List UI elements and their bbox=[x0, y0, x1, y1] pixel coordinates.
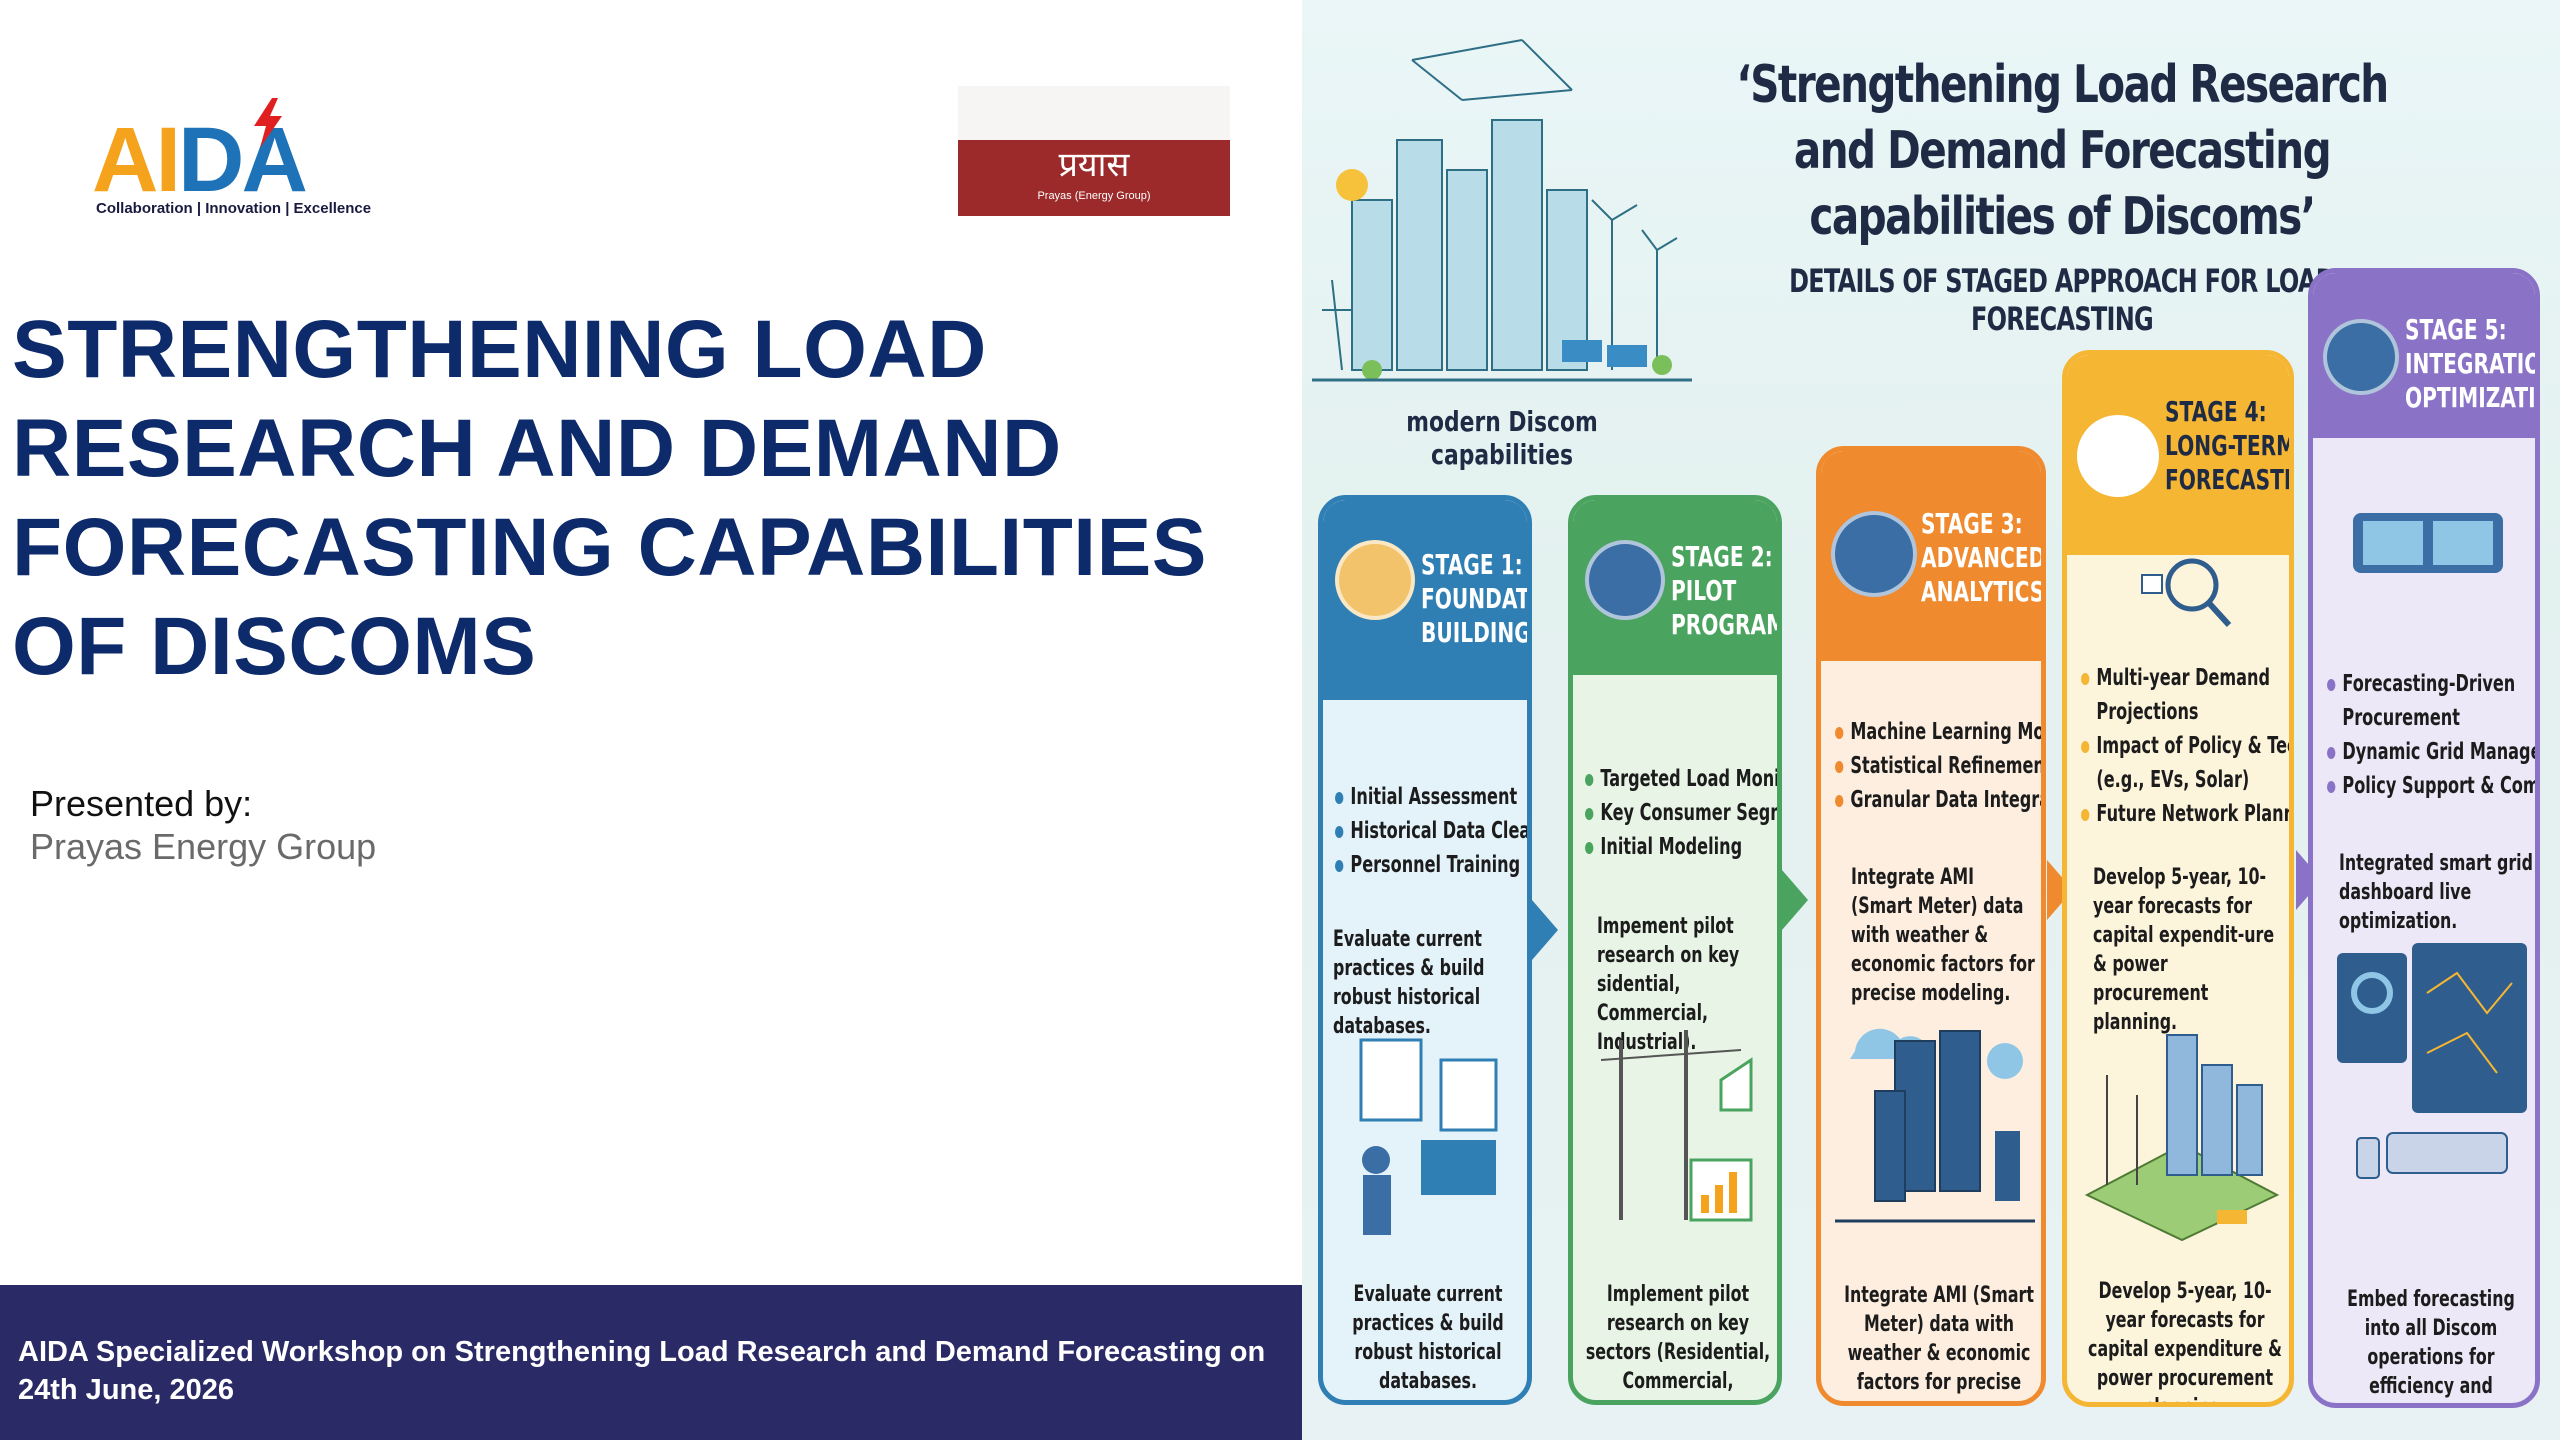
stage-2-card: STAGE 2: PILOT PROGRAMS Targeted Load Mo… bbox=[1568, 495, 1782, 1405]
magnifier-chart-icon bbox=[2141, 558, 2232, 628]
stage-5-description: Integrated smart grid dashboard live opt… bbox=[2339, 851, 2533, 934]
smart-city-illustration bbox=[1312, 39, 1692, 382]
list-item: Targeted Load Monitoring bbox=[1585, 762, 1777, 796]
stage-3-bottom-text: Integrate AMI (Smart Meter) data with we… bbox=[1844, 1283, 2034, 1401]
stage-5-title-line1: STAGE 5: bbox=[2405, 313, 2507, 346]
list-item: Impact of Policy & Tech bbox=[2081, 729, 2289, 763]
stage-2-description: Impement pilot research on key sidential… bbox=[1597, 914, 1740, 1055]
aida-wordmark: AIDA bbox=[92, 109, 308, 211]
prayas-logo: प्रयास Prayas (Energy Group) bbox=[958, 86, 1230, 216]
prayas-script-text: प्रयास bbox=[1058, 145, 1130, 185]
list-item: Future Network Planning bbox=[2081, 797, 2289, 831]
stage-5-bottom-text: Embed forecasting into all Discom operat… bbox=[2347, 1287, 2515, 1399]
stage-5-title-line2: INTEGRATION & bbox=[2405, 347, 2540, 380]
stage-3-title-line1: STAGE 3: bbox=[1921, 507, 2023, 540]
dashboard-monitors-icon bbox=[2353, 513, 2503, 573]
infographic-subtitle: DETAILS OF STAGED APPROACH FOR LOAD FORE… bbox=[1789, 262, 2336, 338]
future-city-illustration bbox=[2084, 1034, 2280, 1242]
stage-1-card: STAGE 1: FOUNDATION BUILDING Initial Ass… bbox=[1318, 495, 1532, 1405]
arrow-icon bbox=[1532, 900, 1558, 960]
presenter-name: Prayas Energy Group bbox=[30, 826, 377, 867]
list-item: (e.g., EVs, Solar) bbox=[2096, 767, 2250, 793]
list-item: Machine Learning Models bbox=[1835, 715, 2041, 749]
stage-4-title-line3: FORECASTING bbox=[2165, 463, 2292, 496]
stage-4-card: STAGE 4: LONG-TERM FORECASTING Multi-yea… bbox=[2062, 350, 2294, 1407]
stage-1-bullets: Initial Assessment Historical Data Clean… bbox=[1335, 780, 1527, 882]
stage-5-bullets: Forecasting-Driven Procurement Dynamic G… bbox=[2327, 667, 2535, 803]
stage-4-bottom-text: Develop 5-year, 10-year forecasts for ca… bbox=[2088, 1279, 2282, 1402]
stage-3-bullets: Machine Learning Models Statistical Refi… bbox=[1835, 715, 2041, 817]
list-item: Dynamic Grid Management bbox=[2327, 735, 2535, 769]
stage-1-title-line2: FOUNDATION bbox=[1421, 582, 1530, 615]
list-item: Forecasting-Driven bbox=[2327, 667, 2535, 701]
prayas-subtitle: Prayas (Energy Group) bbox=[1037, 190, 1151, 202]
infographic-caption: modern Discom capabilities bbox=[1406, 405, 1598, 471]
list-item: Policy Support & Compliance bbox=[2327, 769, 2535, 803]
stage-1-bottom-text: Evaluate current practices & build robus… bbox=[1352, 1282, 1504, 1394]
stage-3-description: Integrate AMI (Smart Meter) data with we… bbox=[1851, 865, 2035, 1006]
stage-2-title-line3: PROGRAMS bbox=[1671, 608, 1777, 641]
stage-4-title-line1: STAGE 4: bbox=[2165, 395, 2267, 428]
list-item: Statistical Refinement bbox=[1835, 749, 2041, 783]
infographic-title: ‘Strengthening Load Research and Demand … bbox=[1736, 55, 2389, 247]
server-gear-icon bbox=[1831, 511, 1917, 597]
presented-by-label: Presented by: bbox=[30, 783, 253, 824]
stage-1-title-line3: BUILDING bbox=[1421, 616, 1531, 649]
list-item: Historical Data Cleanup bbox=[1335, 814, 1527, 848]
slide-title: STRENGTHENING LOAD RESEARCH AND DEMAND F… bbox=[12, 304, 1207, 692]
aida-tagline: Collaboration | Innovation | Excellence bbox=[96, 200, 372, 217]
footer-text: AIDA Specialized Workshop on Strengtheni… bbox=[18, 1336, 1266, 1406]
list-item: Multi-year Demand bbox=[2081, 661, 2289, 695]
stage-5-title-line3: OPTIMIZATION bbox=[2405, 381, 2536, 414]
arrow-icon bbox=[1782, 870, 1808, 930]
aida-logo: AIDA Collaboration | Innovation | Excell… bbox=[92, 92, 392, 222]
list-item: Granular Data Integration bbox=[1835, 783, 2041, 817]
lightning-bolt-icon bbox=[254, 98, 282, 148]
stage-3-card: STAGE 3: ADVANCED ANALYTICS Machine Lear… bbox=[1816, 446, 2046, 1406]
control-room-icon bbox=[2323, 319, 2399, 395]
footer-bar: AIDA Specialized Workshop on Strengtheni… bbox=[0, 1285, 1302, 1440]
calendar-search-icon bbox=[2077, 415, 2159, 497]
data-center-illustration bbox=[1835, 1028, 2035, 1223]
list-item: Procurement bbox=[2342, 705, 2460, 731]
folder-icon bbox=[1335, 540, 1415, 620]
stage-2-title-line1: STAGE 2: bbox=[1671, 540, 1773, 573]
stage-3-title-line3: ANALYTICS bbox=[1921, 575, 2045, 608]
stage-5-card: STAGE 5: INTEGRATION & OPTIMIZATION Fore… bbox=[2308, 268, 2540, 1408]
power-grid-illustration bbox=[1600, 1030, 1753, 1222]
solar-panel-icon bbox=[1585, 540, 1665, 620]
stage-4-description: Develop 5-year, 10-year forecasts for ca… bbox=[2093, 865, 2275, 1035]
list-item: Initial Assessment bbox=[1335, 780, 1527, 814]
stage-2-bullets: Targeted Load Monitoring Key Consumer Se… bbox=[1585, 762, 1777, 864]
stage-2-bottom-text: Implement pilot research on key sectors … bbox=[1585, 1282, 1771, 1400]
stage-3-title-line2: ADVANCED bbox=[1921, 541, 2046, 574]
list-item: Personnel Training bbox=[1335, 848, 1527, 882]
list-item: Projections bbox=[2096, 699, 2199, 725]
analyst-computer-illustration bbox=[1359, 1038, 1498, 1235]
smart-grid-dashboard-illustration bbox=[2337, 943, 2527, 1179]
slide-left-panel: AIDA Collaboration | Innovation | Excell… bbox=[0, 86, 1302, 1440]
list-item: Initial Modeling bbox=[1585, 830, 1777, 864]
stage-1-description: Evaluate current practices & build robus… bbox=[1333, 927, 1485, 1039]
infographic-image: ‘Strengthening Load Research and Demand … bbox=[1302, 0, 2560, 1440]
stage-4-bullets: Multi-year Demand Projections Impact of … bbox=[2081, 661, 2289, 831]
list-item: Key Consumer Segmentation bbox=[1585, 796, 1777, 830]
stage-2-title-line2: PILOT bbox=[1671, 574, 1737, 607]
stage-1-title-line1: STAGE 1: bbox=[1421, 548, 1523, 581]
stage-4-title-line2: LONG-TERM bbox=[2165, 429, 2294, 462]
